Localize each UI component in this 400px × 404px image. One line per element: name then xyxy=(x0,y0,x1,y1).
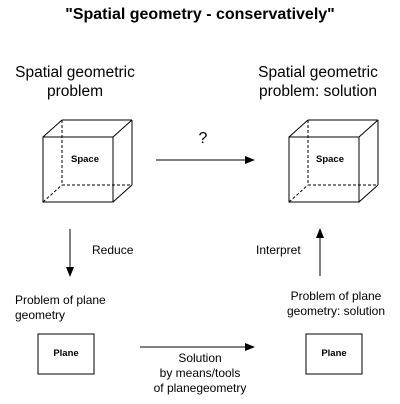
spatial-solution-line1: Spatial geometric xyxy=(258,64,378,81)
solution-line1: Solution xyxy=(178,351,222,365)
solution-line3: of planegeometry xyxy=(153,381,247,395)
reduce-label: Reduce xyxy=(92,243,134,257)
space-label-left: Space xyxy=(71,154,99,165)
plane-solution-line2: geometry: solution xyxy=(286,304,386,318)
plane-label-right: Plane xyxy=(321,348,347,359)
plane-solution-line1: Problem of plane xyxy=(290,289,382,303)
spatial-solution-heading: Spatial geometric problem: solution xyxy=(238,63,398,101)
spatial-problem-heading: Spatial geometric problem xyxy=(0,63,150,101)
question-mark: ? xyxy=(198,130,208,147)
plane-box-right xyxy=(305,333,363,375)
plane-problem-line1: Problem of plane xyxy=(15,293,106,307)
spatial-problem-line2: problem xyxy=(47,83,103,100)
diagram-title: "Spatial geometry - conservatively" xyxy=(65,6,335,23)
plane-label-left: Plane xyxy=(53,348,79,359)
space-label-right: Space xyxy=(316,154,344,165)
space-cube-left xyxy=(42,119,133,203)
spatial-problem-line1: Spatial geometric xyxy=(15,64,135,81)
plane-solution-heading: Problem of plane geometry: solution xyxy=(274,289,398,319)
plane-box-left xyxy=(37,333,95,375)
interpret-label: Interpret xyxy=(256,243,301,257)
space-cube-right xyxy=(288,119,379,203)
solution-line2: by means/tools xyxy=(159,366,241,380)
plane-problem-line2: geometry xyxy=(15,308,66,322)
plane-problem-heading: Problem of plane geometry xyxy=(15,293,106,323)
spatial-solution-line2: problem: solution xyxy=(258,83,378,100)
solution-label: Solution by means/tools of planegeometry xyxy=(140,351,260,396)
